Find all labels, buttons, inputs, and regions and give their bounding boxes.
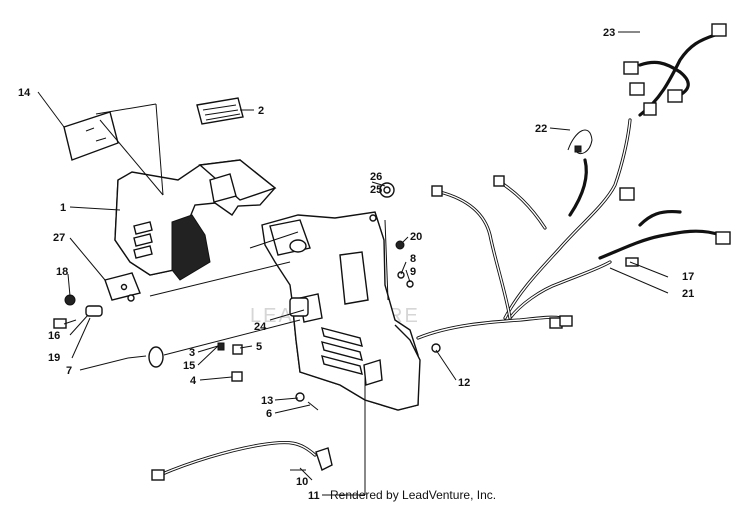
callout-10: 10 — [296, 476, 308, 488]
callout-25: 25 — [370, 184, 382, 196]
lower-harness-part — [151, 440, 333, 481]
callout-24: 24 — [254, 321, 267, 333]
callout-7: 7 — [66, 365, 72, 377]
callout-17: 17 — [682, 271, 694, 283]
callout-19: 19 — [48, 352, 60, 364]
decal-part — [63, 111, 119, 161]
callout-9: 9 — [410, 266, 416, 278]
callout-14: 14 — [18, 87, 31, 99]
main-harness-part — [416, 118, 731, 340]
callout-26: 26 — [370, 171, 382, 183]
callout-3: 3 — [189, 347, 195, 359]
hood-console-part — [114, 159, 277, 281]
fasteners — [53, 182, 441, 411]
leader-lines — [37, 31, 669, 496]
upper-harness-part — [623, 23, 727, 117]
credit-text: Rendered by LeadVenture, Inc. — [330, 488, 496, 502]
callout-23: 23 — [603, 27, 615, 39]
callout-18: 18 — [56, 266, 68, 278]
callout-22: 22 — [535, 123, 547, 135]
callout-1: 1 — [60, 202, 66, 214]
callout-8: 8 — [410, 253, 416, 265]
bracket-part — [104, 272, 141, 302]
callout-4: 4 — [190, 375, 197, 387]
callout-20: 20 — [410, 231, 422, 243]
console-body-part — [261, 211, 421, 411]
callout-2: 2 — [258, 105, 264, 117]
label-plate-part — [196, 97, 244, 125]
callout-15: 15 — [183, 360, 195, 372]
callout-13: 13 — [261, 395, 273, 407]
clip-part — [567, 129, 593, 155]
callout-12: 12 — [458, 377, 470, 389]
callout-6: 6 — [266, 408, 272, 420]
callout-27: 27 — [53, 232, 65, 244]
callout-11: 11 — [308, 490, 320, 502]
callout-21: 21 — [682, 288, 694, 300]
callout-5: 5 — [256, 341, 262, 353]
callout-labels: 14 2 1 27 18 16 19 7 3 15 4 5 13 6 24 26… — [18, 27, 694, 502]
callout-16: 16 — [48, 330, 60, 342]
